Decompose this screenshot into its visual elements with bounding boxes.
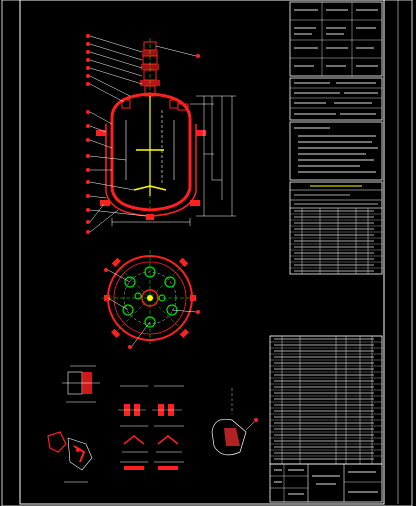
bottom-head	[110, 187, 192, 212]
support-lugs	[104, 257, 196, 338]
vessel-plan-view	[102, 250, 200, 349]
impeller-lower	[133, 185, 167, 191]
detail-view-f	[120, 461, 184, 470]
nozzle-bosses	[122, 266, 178, 328]
vessel-elevation-view	[86, 34, 236, 234]
nozzle-schedule-rows	[290, 207, 382, 272]
top-head	[110, 92, 192, 119]
design-data-table	[289, 77, 383, 121]
technical-notes-block	[289, 121, 383, 181]
callout-balloons	[86, 34, 200, 234]
detail-view-c	[152, 385, 184, 416]
detail-view-e	[154, 425, 184, 453]
part-callout-leaders	[89, 35, 214, 233]
vessel-shell	[105, 118, 197, 192]
detail-view-b	[118, 385, 148, 416]
detail-view-a	[62, 365, 100, 403]
technical-requirements-block	[289, 1, 383, 77]
detail-view-g	[47, 431, 93, 483]
nozzle-schedule-table	[289, 181, 383, 275]
parts-list-table	[269, 335, 383, 465]
detail-view-h	[211, 388, 258, 456]
dimension-lines	[111, 95, 236, 226]
parts-list-rows	[270, 335, 382, 460]
detail-view-d	[120, 425, 148, 453]
title-block	[269, 463, 383, 503]
